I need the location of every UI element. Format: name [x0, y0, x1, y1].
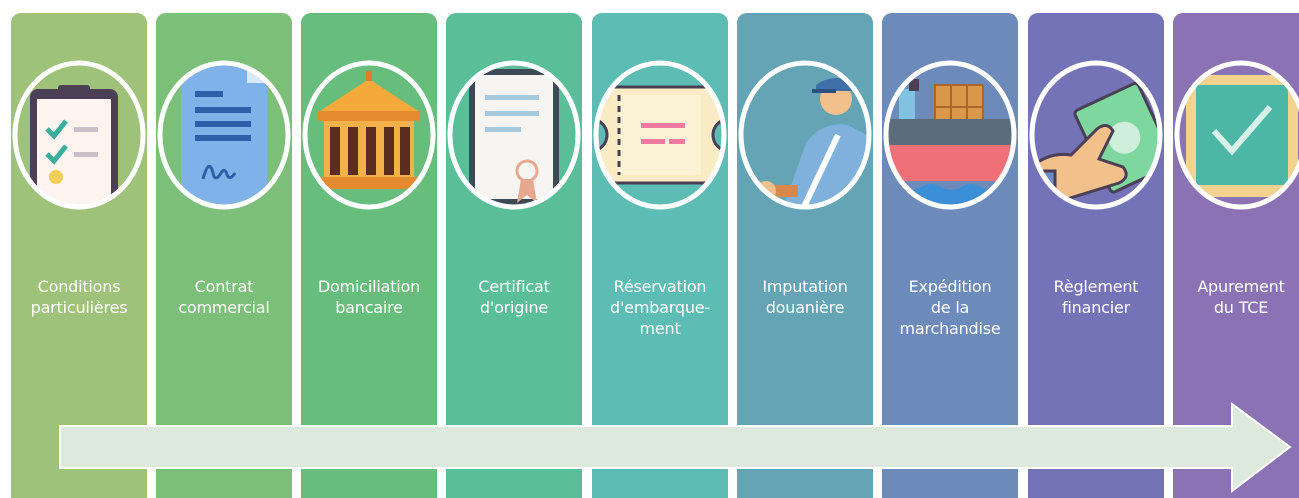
clipboard-checklist-icon — [10, 59, 148, 211]
payment-hand-icon — [1027, 59, 1165, 211]
cargo-ship-icon — [881, 59, 1019, 211]
step-apurement-tce: Apurement du TCE — [1173, 13, 1299, 498]
certificate-icon — [445, 59, 583, 211]
step-label: Apurement du TCE — [1197, 277, 1285, 317]
step-label: Règlement financier — [1053, 277, 1139, 317]
step-label: Imputation douanière — [762, 277, 848, 317]
signed-document-icon — [155, 59, 293, 211]
step-label: Réservation d'embarque- ment — [610, 277, 710, 338]
step-label: Expédition de la marchandise — [899, 277, 1001, 338]
step-label: Domiciliation bancaire — [317, 277, 421, 317]
step-certificat-origine: Certificat d'origine — [446, 13, 582, 498]
step-domiciliation-bancaire: Domiciliation bancaire — [301, 13, 437, 498]
step-label: Conditions particulières — [30, 277, 128, 317]
step-reservation-embarquement: Réservation d'embarque- ment — [592, 13, 728, 498]
bank-building-icon — [300, 59, 438, 211]
customs-officer-icon — [736, 59, 874, 211]
step-contrat-commercial: Contrat commercial — [156, 13, 292, 498]
step-imputation-douaniere: Imputation douanière — [737, 13, 873, 498]
step-expedition-marchandise: Expédition de la marchandise — [882, 13, 1018, 498]
step-reglement-financier: Règlement financier — [1028, 13, 1164, 498]
step-label: Certificat d'origine — [478, 277, 550, 317]
step-conditions-particulieres: Conditions particulières — [11, 13, 147, 498]
ticket-icon — [591, 59, 729, 211]
checkmark-screen-icon — [1172, 59, 1299, 211]
step-label: Contrat commercial — [178, 277, 270, 317]
